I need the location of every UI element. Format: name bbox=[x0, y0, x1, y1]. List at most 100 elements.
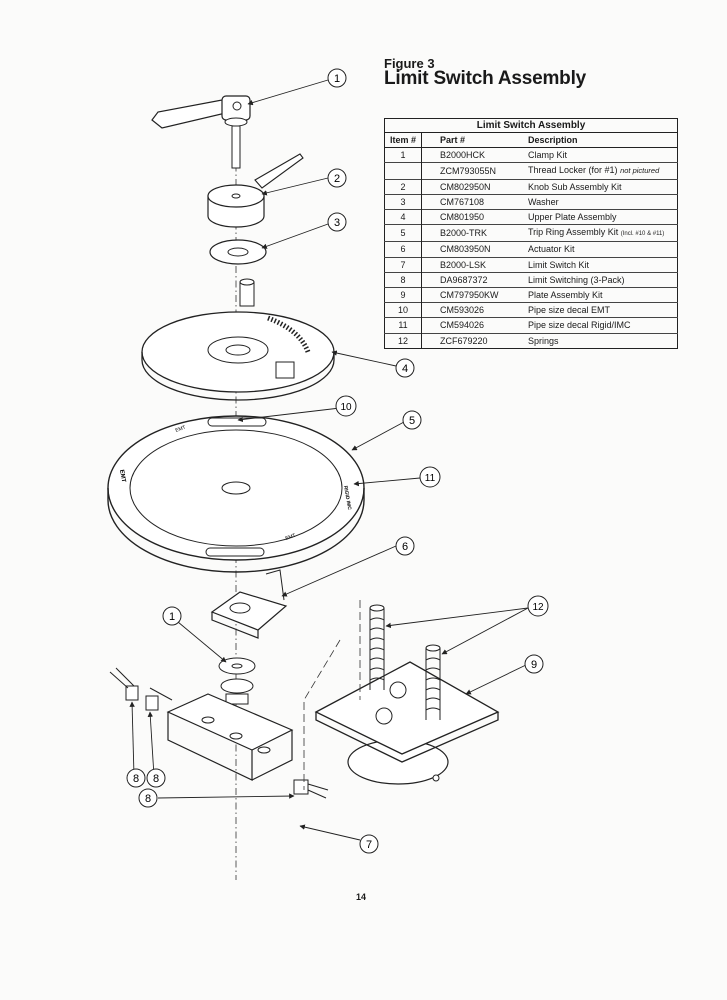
table-row: 10 CM593026 Pipe size decal EMT bbox=[384, 302, 678, 318]
row-item: 11 bbox=[384, 317, 422, 334]
table-row: 4 CM801950 Upper Plate Assembly bbox=[384, 209, 678, 225]
row-description: Upper Plate Assembly bbox=[525, 209, 678, 225]
row-description-text: Clamp Kit bbox=[528, 150, 568, 161]
row-description-text: Thread Locker (for #1) bbox=[528, 165, 618, 176]
row-part: B2000-LSK bbox=[421, 256, 525, 273]
row-item: 8 bbox=[384, 271, 422, 288]
row-description-text: Actuator Kit bbox=[528, 244, 575, 255]
upper-plate-part bbox=[141, 278, 335, 401]
callout-number: 2 bbox=[334, 173, 340, 185]
table-row: 6 CM803950N Actuator Kit bbox=[384, 241, 678, 258]
callout-8-left: 8 bbox=[126, 768, 146, 788]
decal-emt-top: EMT bbox=[175, 425, 187, 434]
row-description-text: Plate Assembly Kit bbox=[528, 290, 603, 301]
table-row: 11 CM594026 Pipe size decal Rigid/IMC bbox=[384, 317, 678, 334]
callout-1-top: 1 bbox=[327, 68, 347, 88]
callout-12: 12 bbox=[527, 595, 549, 617]
callout-number: 1 bbox=[169, 611, 175, 623]
row-item: 5 bbox=[384, 224, 422, 242]
callout-8-lower: 8 bbox=[138, 788, 158, 808]
callout-4: 4 bbox=[395, 358, 415, 378]
callout-2: 2 bbox=[327, 168, 347, 188]
callout-number: 3 bbox=[334, 217, 340, 229]
table-row: 8 DA9687372 Limit Switching (3-Pack) bbox=[384, 271, 678, 288]
callout-7: 7 bbox=[359, 834, 379, 854]
limit-switch-left-part bbox=[109, 667, 173, 711]
row-part: CM767108 bbox=[421, 193, 525, 210]
callout-6: 6 bbox=[395, 536, 415, 556]
row-description: Plate Assembly Kit bbox=[525, 287, 678, 303]
row-part: ZCF679220 bbox=[421, 332, 525, 349]
header-description: Description bbox=[525, 132, 678, 149]
row-note: not pictured bbox=[620, 166, 660, 176]
row-description-text: Pipe size decal Rigid/IMC bbox=[528, 320, 631, 331]
table-row: 5 B2000-TRK Trip Ring Assembly Kit (Incl… bbox=[384, 224, 678, 242]
callout-number: 10 bbox=[340, 402, 352, 413]
row-description: Knob Sub Assembly Kit bbox=[525, 178, 678, 195]
table-row: 1 B2000HCK Clamp Kit bbox=[384, 147, 678, 163]
row-part: CM797950KW bbox=[421, 287, 525, 303]
row-description: Clamp Kit bbox=[525, 147, 678, 163]
callout-number: 8 bbox=[153, 773, 159, 785]
parts-table-caption: Limit Switch Assembly bbox=[384, 118, 678, 132]
header-part: Part # bbox=[421, 132, 525, 149]
row-part: B2000-TRK bbox=[421, 224, 525, 242]
row-item: 7 bbox=[384, 256, 422, 273]
table-row: 3 CM767108 Washer bbox=[384, 193, 678, 210]
row-description-text: Upper Plate Assembly bbox=[528, 212, 617, 223]
figure-label: Figure 3 bbox=[384, 56, 435, 71]
callout-10: 10 bbox=[335, 395, 357, 417]
row-note: (Incl. #10 & #11) bbox=[620, 231, 665, 238]
row-item: 4 bbox=[384, 209, 422, 225]
callout-5: 5 bbox=[402, 410, 422, 430]
callout-number: 9 bbox=[531, 659, 537, 671]
row-item: 12 bbox=[384, 332, 422, 349]
row-description: Pipe size decal Rigid/IMC bbox=[525, 317, 678, 334]
row-item bbox=[384, 162, 422, 180]
callout-11: 11 bbox=[419, 466, 441, 488]
callout-number: 6 bbox=[402, 541, 408, 553]
table-row: 12 ZCF679220 Springs bbox=[384, 332, 678, 349]
callout-3: 3 bbox=[327, 212, 347, 232]
row-part: CM803950N bbox=[421, 241, 525, 258]
row-description-text: Limit Switch Kit bbox=[528, 259, 590, 270]
limit-switch-right-part bbox=[293, 779, 329, 799]
row-description: Washer bbox=[525, 193, 678, 210]
callout-number: 12 bbox=[532, 602, 544, 613]
springs-part bbox=[369, 604, 441, 720]
row-part: CM594026 bbox=[421, 317, 525, 334]
row-description: Limit Switch Kit bbox=[525, 256, 678, 273]
row-part: DA9687372 bbox=[421, 271, 525, 288]
callout-number: 8 bbox=[145, 793, 151, 805]
row-part: ZCM793055N bbox=[421, 162, 525, 180]
row-item: 6 bbox=[384, 241, 422, 258]
figure-title: Limit Switch Assembly bbox=[384, 68, 587, 89]
row-description: Springs bbox=[525, 332, 678, 349]
row-description-text: Pipe size decal EMT bbox=[528, 305, 611, 316]
table-row: ZCM793055N Thread Locker (for #1) not pi… bbox=[384, 162, 678, 180]
row-description-text: Trip Ring Assembly Kit bbox=[528, 227, 619, 238]
callout-number: 4 bbox=[402, 363, 408, 375]
callout-number: 5 bbox=[409, 415, 415, 427]
header-item: Item # bbox=[384, 132, 422, 149]
trip-ring-part: EMT EMT EMT RIGID IMC bbox=[107, 415, 365, 573]
parts-table-header-row: Item # Part # Description bbox=[384, 132, 678, 149]
callout-1-bottom: 1 bbox=[162, 606, 182, 626]
table-row: 2 CM802950N Knob Sub Assembly Kit bbox=[384, 178, 678, 195]
row-item: 9 bbox=[384, 287, 422, 303]
row-description: Actuator Kit bbox=[525, 241, 678, 258]
row-item: 1 bbox=[384, 147, 422, 163]
washer-part bbox=[209, 239, 267, 265]
switch-block-part bbox=[166, 693, 294, 781]
decal-emt-bottom: EMT bbox=[285, 533, 297, 542]
row-part: CM801950 bbox=[421, 209, 525, 225]
callout-number: 7 bbox=[366, 839, 372, 851]
actuator-part bbox=[210, 569, 288, 639]
decal-emt-left: EMT bbox=[118, 469, 126, 483]
callout-9: 9 bbox=[524, 654, 544, 674]
callout-number: 8 bbox=[133, 773, 139, 785]
row-description: Thread Locker (for #1) not pictured bbox=[525, 162, 678, 180]
row-description-text: Washer bbox=[528, 196, 559, 207]
plate-assembly-part bbox=[314, 661, 500, 785]
